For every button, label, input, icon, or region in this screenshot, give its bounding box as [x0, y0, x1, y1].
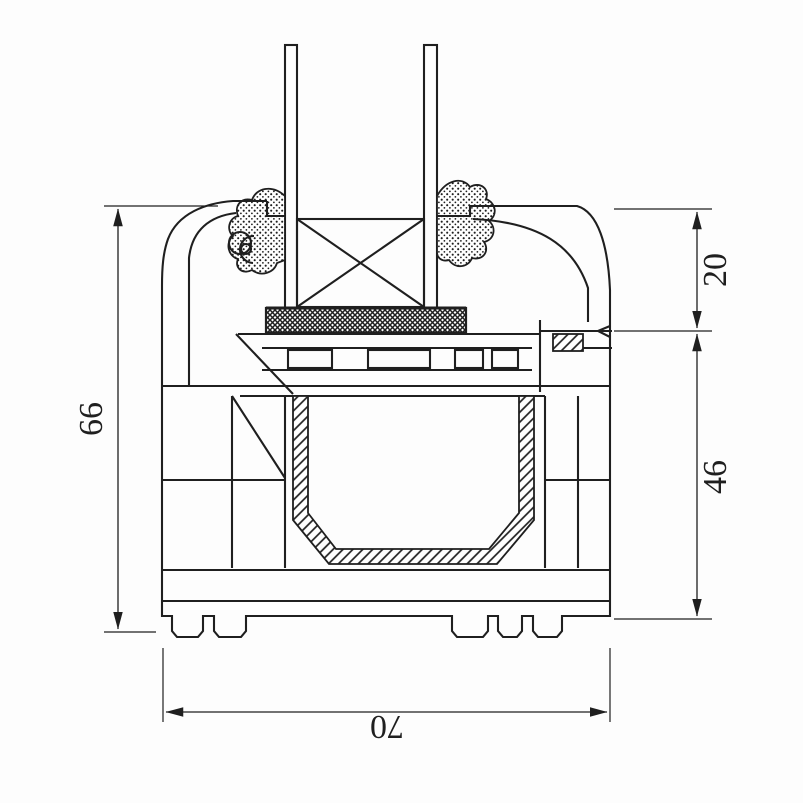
gasket-left-curl-center	[239, 242, 253, 256]
dimension-label-66: 66	[73, 402, 110, 436]
dimension-label-70: 70	[370, 708, 404, 745]
steel-reinforcement-channel	[292, 395, 535, 565]
dimension-label-20: 20	[697, 253, 734, 287]
glazing-spacer	[295, 217, 426, 309]
dimension-bottom-70: 70	[162, 648, 611, 745]
dimension-right-46: 46	[614, 333, 734, 620]
extension-lines-bottom	[162, 648, 611, 722]
gaskets	[227, 179, 496, 275]
frame-outer-contour	[160, 199, 612, 639]
dimension-right-20: 20	[614, 208, 734, 332]
extension-lines-left	[104, 205, 218, 633]
dimension-label-46: 46	[697, 460, 734, 494]
bead-clip	[552, 333, 584, 352]
glazing-unit	[264, 43, 468, 335]
setting-block	[264, 306, 468, 335]
frame-inner-webs	[162, 201, 612, 603]
extension-lines-right-upper	[614, 208, 712, 332]
glazing-bridge-boxes	[286, 348, 520, 370]
glass-pane-right	[422, 43, 439, 310]
gasket-right	[436, 179, 496, 268]
screw-channel	[227, 230, 253, 256]
frame-profile	[160, 199, 612, 639]
glass-pane-left	[283, 43, 299, 310]
dimension-left-66: 66	[73, 205, 218, 633]
